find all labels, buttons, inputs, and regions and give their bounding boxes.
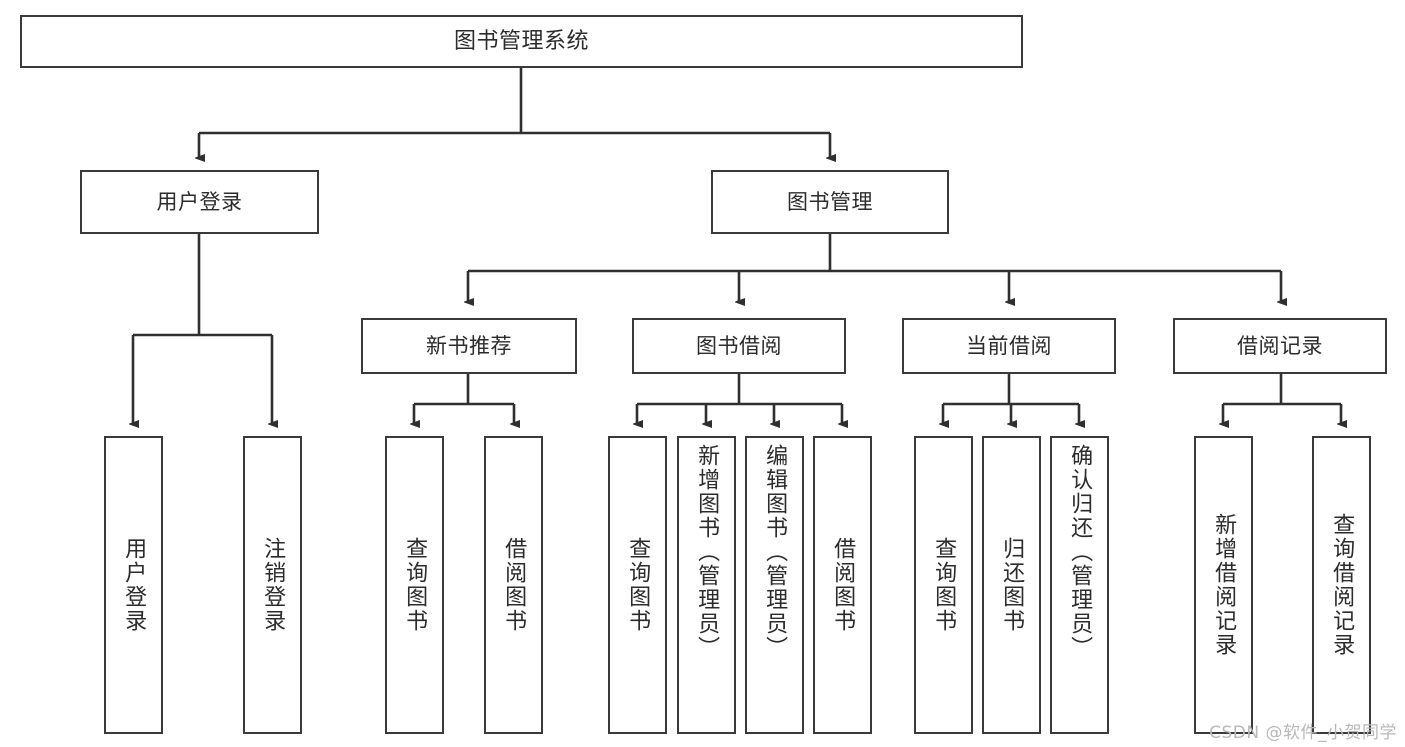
node-label: 图书管理系统 — [453, 28, 589, 54]
node-label: 图书借阅 — [696, 333, 782, 358]
leaf-record-add-record[interactable]: 新增借阅记录 — [1194, 436, 1253, 734]
leaf-label: 确认归还（管理员） — [1067, 444, 1093, 660]
leaf-borrow-edit-book[interactable]: 编辑图书（管理员） — [745, 436, 804, 734]
leaf-record-query-record[interactable]: 查询借阅记录 — [1312, 436, 1371, 734]
leaf-borrow-query-book[interactable]: 查询图书 — [608, 436, 667, 734]
node-label: 用户登录 — [156, 189, 243, 214]
node-root-system[interactable]: 图书管理系统 — [20, 15, 1023, 68]
leaf-current-confirm-return[interactable]: 确认归还（管理员） — [1050, 436, 1109, 734]
leaf-new-book-borrow[interactable]: 借阅图书 — [484, 436, 543, 734]
leaf-label: 借阅图书 — [830, 537, 856, 633]
leaf-user-login-logout[interactable]: 注销登录 — [243, 436, 302, 734]
node-new-book-recommend[interactable]: 新书推荐 — [361, 318, 577, 374]
leaf-borrow-borrow-book[interactable]: 借阅图书 — [813, 436, 872, 734]
node-label: 当前借阅 — [966, 333, 1052, 358]
leaf-label: 用户登录 — [121, 537, 147, 633]
node-label: 新书推荐 — [426, 333, 512, 358]
watermark-text: CSDN @软件_小贺同学 — [1209, 723, 1397, 743]
node-book-borrow[interactable]: 图书借阅 — [632, 318, 846, 374]
leaf-label: 查询图书 — [625, 537, 651, 633]
leaf-label: 查询借阅记录 — [1329, 513, 1355, 657]
leaf-current-query-book[interactable]: 查询图书 — [914, 436, 973, 734]
node-label: 借阅记录 — [1237, 333, 1323, 358]
leaf-label: 归还图书 — [999, 537, 1025, 633]
leaf-borrow-add-book[interactable]: 新增图书（管理员） — [677, 436, 736, 734]
leaf-label: 查询图书 — [402, 537, 428, 633]
node-current-borrow[interactable]: 当前借阅 — [902, 318, 1116, 374]
node-user-login[interactable]: 用户登录 — [80, 170, 319, 234]
leaf-label: 新增借阅记录 — [1211, 513, 1237, 657]
node-book-management[interactable]: 图书管理 — [711, 170, 949, 234]
leaf-label: 查询图书 — [931, 537, 957, 633]
node-label: 图书管理 — [787, 189, 873, 214]
leaf-user-login-login[interactable]: 用户登录 — [104, 436, 163, 734]
leaf-new-book-query[interactable]: 查询图书 — [385, 436, 444, 734]
node-borrow-record[interactable]: 借阅记录 — [1173, 318, 1387, 374]
leaf-label: 新增图书（管理员） — [694, 444, 720, 660]
leaf-label: 编辑图书（管理员） — [762, 444, 788, 660]
leaf-label: 借阅图书 — [501, 537, 527, 633]
leaf-label: 注销登录 — [260, 537, 286, 633]
leaf-current-return-book[interactable]: 归还图书 — [982, 436, 1041, 734]
